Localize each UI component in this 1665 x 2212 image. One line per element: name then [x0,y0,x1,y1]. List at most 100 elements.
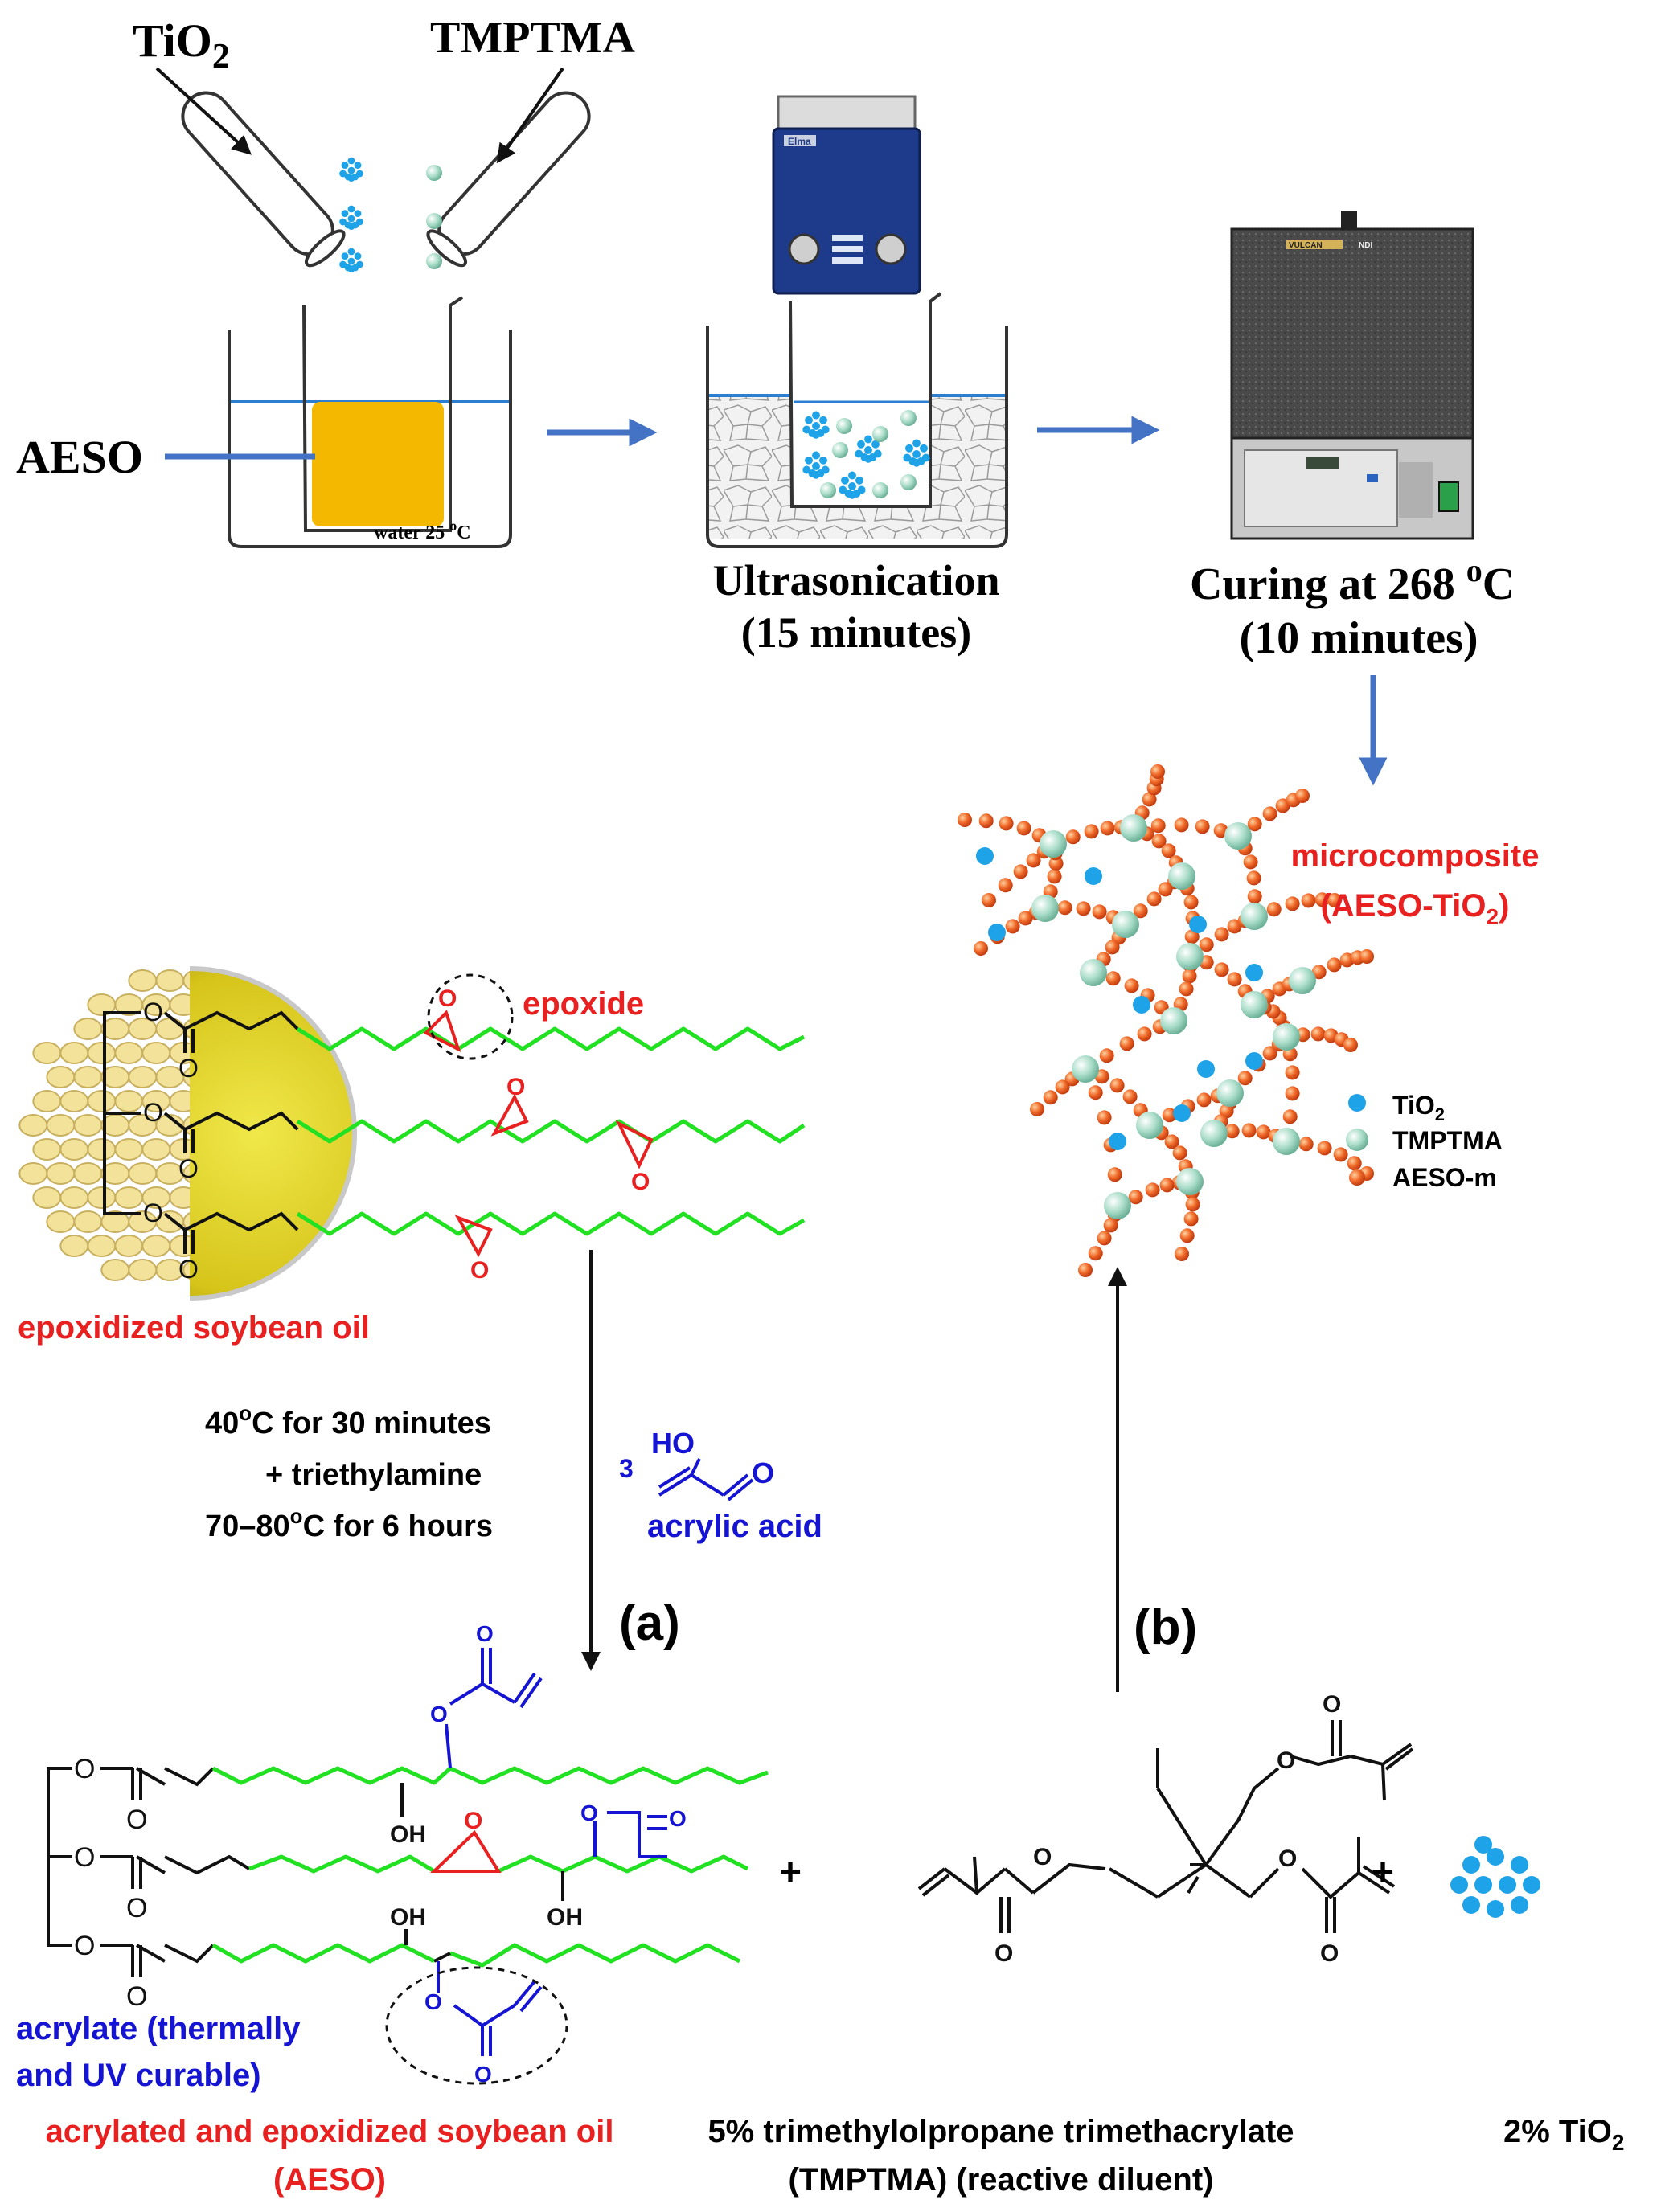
legend-tio2-marker [1348,1094,1366,1112]
svg-text:O: O [74,1754,95,1784]
composite-subtitle: (AESO-TiO2) [1321,888,1510,929]
plus-sign-2: + [1372,1851,1394,1894]
svg-text:O: O [1323,1691,1341,1718]
aeso-fatty-chains [164,1766,769,1968]
tio2-nanoparticle-cluster [1450,1836,1540,1918]
svg-text:O: O [470,1257,489,1284]
tmptma-structure: O O O O O O [917,1691,1414,1967]
dispersed-particles [802,410,930,499]
epoxide-label: epoxide [523,986,644,1022]
legend-aeso-marker [1349,1169,1365,1186]
aeso-backbone [47,1767,72,1947]
acrylic-acid-structure: 3 HO O [619,1427,774,1501]
svg-text:NDI: NDI [1359,241,1372,250]
svg-text:O: O [1277,1747,1295,1774]
step-b-label: (b) [1134,1600,1197,1655]
svg-text:O: O [126,1804,147,1835]
curing-time: (10 minutes) [1239,613,1478,663]
curing-furnace: VULCAN NDI [1230,211,1474,540]
composite-legend: TiO2 TMPTMA AESO-m [1346,1091,1503,1192]
svg-text:O: O [1278,1845,1297,1872]
svg-text:O: O [474,2062,492,2087]
svg-text:O: O [74,1842,95,1873]
microcomposite-network [958,764,1374,1277]
svg-text:O: O [178,1255,199,1284]
condition-temperature-2: 70–80oC for 6 hours [205,1504,493,1543]
svg-text:O: O [752,1456,774,1489]
curing-label: Curing at 268 oC [1190,552,1515,609]
legend-tmptma: TMPTMA [1392,1126,1503,1155]
ice-bath [706,292,1008,548]
aeso-label: AESO [16,431,143,483]
svg-text:VULCAN: VULCAN [1289,241,1323,250]
acrylate-note-line1: acrylate (thermally [16,2011,301,2046]
svg-text:3: 3 [619,1454,634,1483]
eso-backbone [103,1011,141,1215]
tio2-amount-label: 2% TiO2 [1503,2114,1624,2155]
svg-text:O: O [464,1808,482,1834]
svg-text:O: O [631,1169,650,1195]
svg-text:OH: OH [547,1904,583,1931]
aeso-liquid [312,402,444,526]
svg-text:HO: HO [651,1427,695,1460]
svg-text:Elma: Elma [788,136,811,147]
tio2-arrow [155,67,252,155]
soybean-oil-photo [18,966,357,1301]
water-label: water 25 oC [374,518,471,543]
aeso-acrylate-groups: O O O O O O [424,1621,687,2087]
svg-text:O: O [126,1893,147,1923]
tio2-label: TiO2 [133,14,230,76]
eso-epoxide-rings: O O O O [423,985,654,1284]
composite-title: microcomposite [1291,838,1540,874]
svg-text:O: O [126,1981,147,2012]
svg-text:O: O [178,1154,199,1183]
svg-text:O: O [1320,1940,1339,1967]
tmptma-name-line1: 5% trimethylolpropane trimethacrylate [707,2114,1294,2149]
svg-text:O: O [580,1800,598,1825]
falling-particles [339,157,442,272]
svg-text:OH: OH [390,1821,426,1848]
test-tube-tmptma [426,91,591,268]
legend-aeso: AESO-m [1392,1163,1497,1192]
test-tube-tio2 [181,91,346,268]
condition-catalyst: + triethylamine [265,1458,482,1492]
svg-text:O: O [143,1098,163,1127]
ultrasonication-label: Ultrasonication [713,556,1000,604]
acrylic-acid-label: acrylic acid [647,1509,822,1544]
condition-temperature-1: 40oC for 30 minutes [205,1401,491,1440]
epoxide-highlight-circle [427,973,514,1060]
eso-name: epoxidized soybean oil [18,1310,370,1346]
eso-fatty-chains [296,1026,806,1236]
svg-text:O: O [994,1940,1013,1967]
aeso-epoxide-ring: O [430,1808,502,1873]
step-a-label: (a) [619,1596,680,1651]
water-bath [228,296,512,548]
svg-text:O: O [424,1989,442,2014]
svg-text:O: O [178,1054,199,1083]
svg-text:O: O [143,997,163,1026]
svg-text:O: O [669,1806,687,1831]
svg-text:O: O [506,1074,525,1100]
svg-text:OH: OH [390,1904,426,1931]
ultrasonication-time: (15 minutes) [741,608,971,657]
aeso-name-line2: (AESO) [273,2162,386,2198]
tmptma-name-line2: (TMPTMA) (reactive diluent) [789,2162,1214,2198]
tmptma-arrow [496,67,564,164]
svg-text:O: O [438,985,457,1012]
aeso-name-line1: acrylated and epoxidized soybean oil [46,2114,614,2149]
svg-text:O: O [430,1702,448,1727]
ultrasonic-bath-device: Elma [772,95,921,295]
legend-tmptma-marker [1346,1129,1368,1151]
tmptma-label: TMPTMA [430,13,636,63]
acrylate-note-line2: and UV curable) [16,2058,261,2093]
plus-sign-1: + [779,1851,802,1894]
legend-tio2: TiO2 [1392,1091,1445,1124]
svg-text:O: O [143,1198,163,1227]
svg-text:O: O [476,1621,494,1646]
acrylate-highlight-ellipse [385,1966,568,2085]
svg-text:O: O [1033,1844,1052,1870]
svg-text:O: O [74,1931,95,1961]
